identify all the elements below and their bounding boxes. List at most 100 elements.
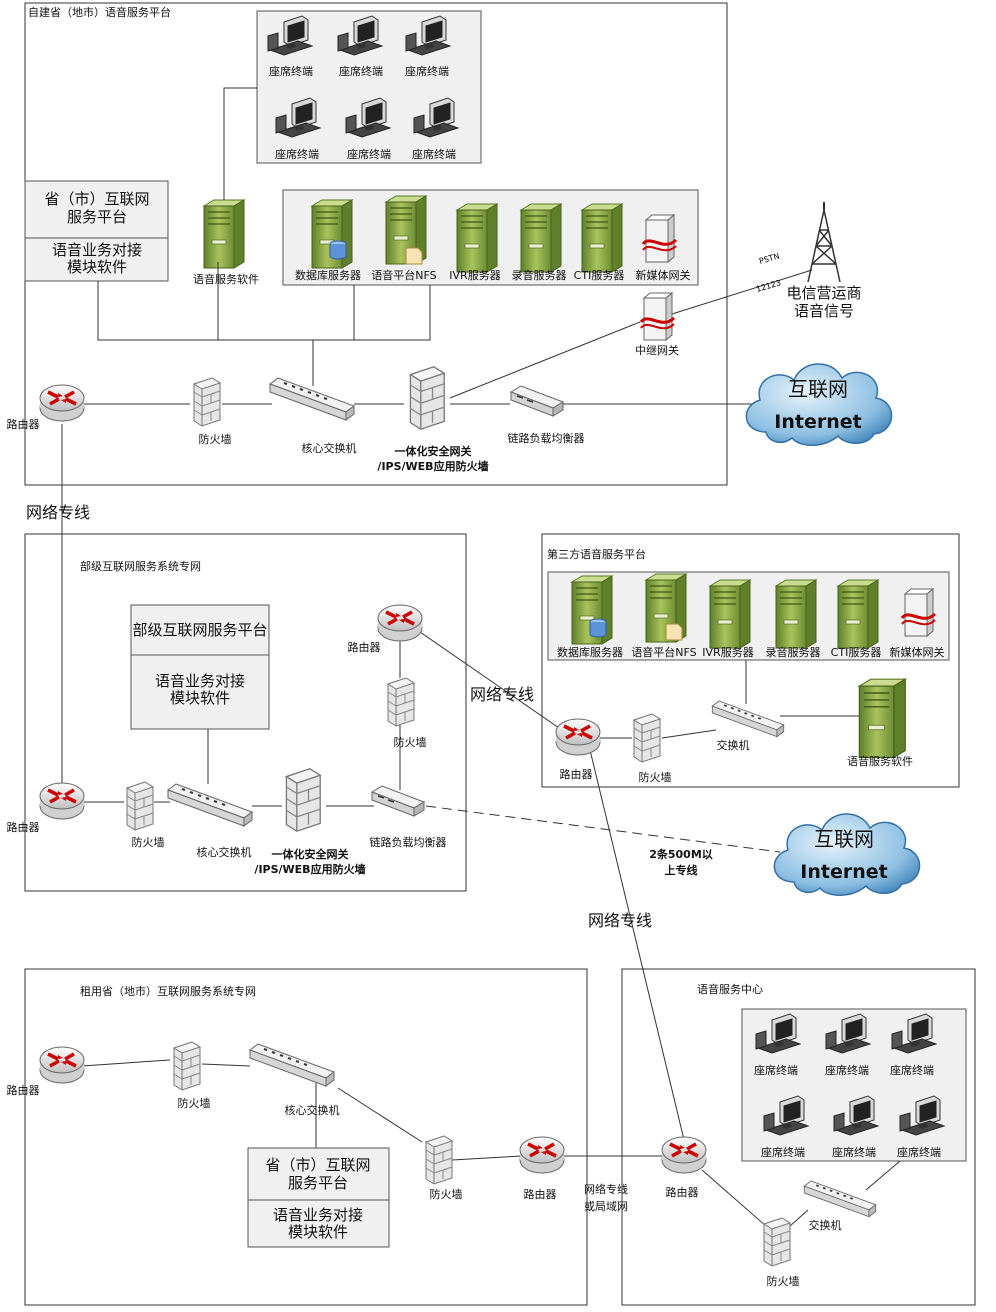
third-party-platform-title: 第三方语音服务平台	[547, 547, 646, 561]
third-party-platform-frame	[541, 533, 960, 788]
seat-label: 座席终端	[761, 1145, 805, 1159]
text-line: 模块软件	[288, 1223, 348, 1241]
dedicated-line-label: 网络专线	[26, 503, 90, 522]
voice-software-server	[203, 199, 245, 269]
seat-label: 座席终端	[832, 1145, 876, 1159]
seat-label: 座席终端	[412, 147, 456, 161]
leased-router-label: 路由器	[7, 1083, 40, 1097]
provincial-platform-module: 语音业务对接模块软件	[52, 241, 142, 276]
seat-label: 座席终端	[890, 1063, 934, 1077]
voice-center-firewall-icon	[763, 1217, 791, 1267]
seat-label: 座席终端	[275, 147, 319, 161]
text-line: 模块软件	[67, 258, 127, 276]
leased-router-icon	[38, 1045, 86, 1085]
seat-label: 座席终端	[897, 1145, 941, 1159]
trunk-gateway-label: 中继网关	[635, 343, 679, 357]
section3-links	[589, 660, 866, 1149]
text-line: 或局域网	[584, 1200, 628, 1213]
section1-links	[61, 87, 813, 794]
text-line: 2条500M以	[649, 847, 713, 861]
core-switch-icon	[269, 377, 355, 421]
leased-network-frame	[24, 968, 588, 1306]
ivr-server	[709, 579, 751, 649]
third-party-firewall-label: 防火墙	[639, 770, 672, 784]
ministry-platform-title: 部级互联网服务平台	[132, 621, 267, 639]
server-label: 语音平台NFS	[371, 268, 436, 282]
section5-links	[701, 1160, 901, 1227]
server-label: IVR服务器	[449, 269, 500, 282]
ministry-platform-module: 语音业务对接模块软件	[155, 672, 245, 707]
text-line: 上专线	[665, 863, 698, 877]
folder-icon	[665, 623, 683, 641]
text-line: /IPS/WEB应用防火墙	[254, 862, 365, 876]
database-disk-icon	[589, 618, 607, 638]
new-media-gateway	[641, 213, 678, 264]
dedicated-line-label: 网络专线	[588, 911, 652, 930]
ministry-router-top-icon	[376, 603, 424, 643]
leased-platform-box	[247, 1147, 390, 1248]
voice-software-server	[858, 678, 906, 759]
telecom-tower-icon	[807, 201, 841, 283]
router-icon	[38, 383, 86, 423]
internet-en-label: Internet	[774, 411, 861, 433]
new-media-gateway	[900, 587, 937, 638]
folder-icon	[405, 247, 423, 265]
third-party-switch-label: 交换机	[717, 738, 750, 752]
text-line: 一体化安全网关	[272, 847, 349, 861]
internet-en-label: Internet	[800, 861, 887, 883]
dedicated-line-note: 2条500M以上专线	[649, 847, 713, 877]
section4-links	[81, 1059, 664, 1161]
text-line: 服务平台	[67, 208, 127, 226]
text-line: 一体化安全网关	[395, 444, 472, 458]
seat-label: 座席终端	[754, 1063, 798, 1077]
ministry-router-label: 路由器	[7, 820, 40, 834]
load-balancer-label: 链路负载均衡器	[508, 431, 585, 445]
router-label: 路由器	[7, 417, 40, 431]
section2-links	[82, 631, 781, 853]
recording-server	[775, 579, 817, 649]
ministry-core-switch-label: 核心交换机	[197, 845, 252, 859]
text-line: 模块软件	[170, 689, 230, 707]
ministry-firewall-top-label: 防火墙	[394, 735, 427, 749]
server-label: 新媒体网关	[636, 268, 691, 282]
text-line: 语音业务对接	[155, 672, 245, 690]
ministry-router-icon	[38, 781, 86, 821]
ministry-network-frame	[24, 533, 467, 892]
leased-platform-module: 语音业务对接模块软件	[273, 1206, 363, 1241]
provincial-platform-title: 省（市）互联网服务平台	[44, 190, 149, 226]
third-party-firewall-icon	[633, 713, 661, 763]
pstn-label: PSTN	[758, 252, 780, 266]
third-party-switch-icon	[711, 700, 785, 738]
server-label: 数据库服务器	[295, 268, 361, 282]
cti-server	[837, 579, 879, 649]
ministry-core-switch-icon	[167, 783, 253, 827]
voice-software-label: 语音服务软件	[847, 754, 913, 768]
third-party-router-icon	[554, 717, 602, 757]
voice-center-switch-label: 交换机	[809, 1218, 842, 1232]
server-label: 语音平台NFS	[631, 645, 696, 659]
third-party-router-label: 路由器	[560, 767, 593, 781]
voice-center-switch-icon	[803, 1180, 877, 1218]
text-line: 服务平台	[288, 1174, 348, 1192]
server-label: 数据库服务器	[557, 645, 623, 659]
ministry-network-title: 部级互联网服务系统专网	[80, 559, 201, 573]
self-built-platform-title: 自建省（地市）语音服务平台	[28, 5, 171, 19]
voice-center-firewall-label: 防火墙	[767, 1274, 800, 1288]
trunk-gateway-icon	[639, 291, 676, 342]
text-line: 省（市）互联网	[265, 1156, 370, 1174]
leased-firewall-icon	[173, 1041, 201, 1091]
firewall-icon	[193, 377, 221, 427]
text-line: 电信营运商	[786, 284, 861, 302]
core-switch-label: 核心交换机	[302, 441, 357, 455]
database-disk-icon	[329, 240, 347, 260]
ministry-firewall-top-icon	[387, 677, 415, 727]
server-label: IVR服务器	[702, 646, 753, 659]
ministry-load-balancer-icon	[371, 785, 425, 817]
cti-server	[581, 203, 623, 273]
ivr-server	[456, 203, 498, 273]
text-line: 语音信号	[794, 302, 854, 320]
text-line: /IPS/WEB应用防火墙	[377, 459, 488, 473]
seat-label: 座席终端	[339, 64, 383, 78]
ministry-security-gateway-label: 一体化安全网关/IPS/WEB应用防火墙	[254, 847, 365, 876]
